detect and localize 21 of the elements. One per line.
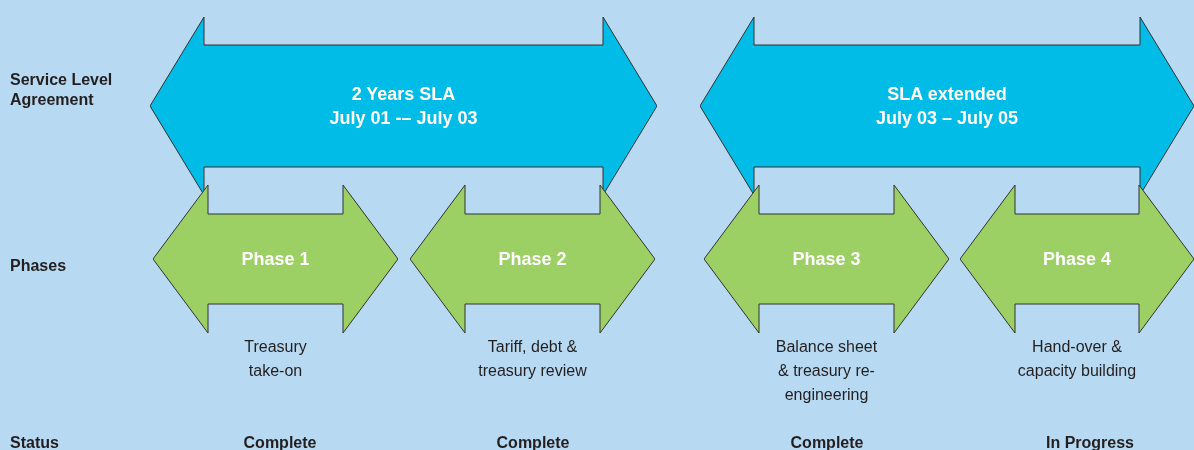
phase-description: Treasury take-on (243, 337, 308, 381)
phase-description: Tariff, debt & treasury review (477, 337, 588, 381)
row-label: Status (10, 433, 60, 450)
timeline-banner (150, 17, 657, 195)
arrow-label: Phase 4 (1042, 248, 1111, 271)
phase-description: Balance sheet & treasury re-engineering (774, 337, 879, 405)
row-label: Service Level Agreement (10, 70, 114, 110)
arrow-label: Phase 1 (241, 248, 310, 271)
timeline-banner (410, 185, 655, 333)
arrow-label: July 01 -– July 03 (329, 107, 478, 130)
phase-description: Hand-over & capacity building (1016, 337, 1138, 381)
arrow-label: July 03 – July 05 (875, 107, 1019, 130)
arrow-label: 2 Years SLA (351, 83, 456, 106)
timeline-banner (700, 17, 1194, 195)
timeline-banner (960, 185, 1194, 333)
arrow-label: SLA extended (887, 83, 1007, 106)
arrow-label: Phase 3 (792, 248, 861, 271)
row-label: Phases (10, 256, 68, 276)
timeline-banner (704, 185, 949, 333)
arrow-label: Phase 2 (498, 248, 567, 271)
timeline-banner (153, 185, 398, 333)
